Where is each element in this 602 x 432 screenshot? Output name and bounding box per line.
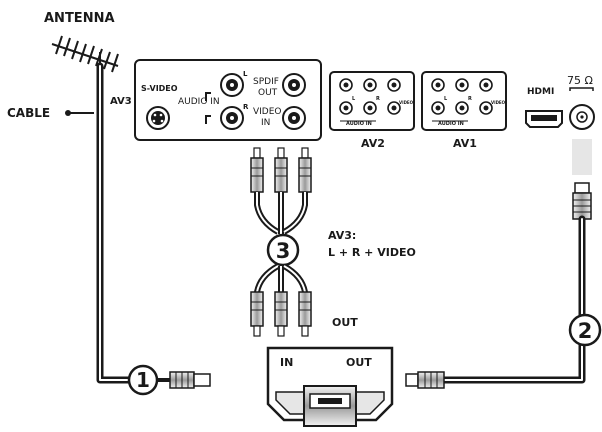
svg-text:2: 2 <box>578 319 593 343</box>
svideo-port-icon <box>146 106 170 130</box>
av1-r-label: R <box>468 96 472 102</box>
step-2-badge: 2 <box>568 313 602 347</box>
antenna-input-shadow <box>572 139 592 175</box>
ohm-label: 75 Ω <box>567 74 593 87</box>
svideo-label: S-VIDEO <box>141 84 178 93</box>
coax-plug-right <box>572 182 592 220</box>
output-cable <box>440 215 586 384</box>
hdmi-label: HDMI <box>527 87 554 97</box>
spdif-port <box>282 73 306 97</box>
svg-text:1: 1 <box>136 368 150 392</box>
av2-panel: AUDIO IN VIDEO L R <box>329 71 415 131</box>
rca-plug-icon <box>250 147 312 235</box>
audio-r-label: R <box>243 103 249 111</box>
cable3-title: AV3: <box>328 229 356 242</box>
av2-label: AV2 <box>361 137 385 150</box>
cable-label: CABLE <box>7 106 50 120</box>
av1-video-label: VIDEO <box>491 100 506 105</box>
av1-panel: AUDIO IN VIDEO L R <box>421 71 507 131</box>
av2-l-label: L <box>352 96 356 102</box>
device-out-label: OUT <box>346 356 372 369</box>
antenna-cable <box>96 62 136 384</box>
av1-label: AV1 <box>453 137 477 150</box>
audio-l-port <box>220 73 244 97</box>
antenna-label: ANTENNA <box>44 11 115 26</box>
av2-video-label: VIDEO <box>399 100 414 105</box>
rca-plugs-bottom <box>250 263 312 337</box>
coax-plug-device-out <box>405 371 445 389</box>
cable-pointer-dot <box>65 110 71 116</box>
audio-in-label: AUDIO IN <box>178 97 220 107</box>
coax-plug-icon <box>157 371 211 389</box>
video-in-label-1: VIDEO <box>253 107 282 117</box>
cable3-desc: L + R + VIDEO <box>328 246 416 259</box>
hdmi-port-icon <box>525 110 563 128</box>
video-in-label-2: IN <box>261 118 270 128</box>
svg-text:3: 3 <box>276 239 291 263</box>
step-3-badge: 3 <box>266 233 300 267</box>
audio-r-port <box>220 106 244 130</box>
spdif-label-1: SPDIF <box>253 77 279 87</box>
av1-l-label: L <box>444 96 448 102</box>
scart-plug-icon <box>303 385 357 427</box>
antenna-input-port <box>569 104 595 130</box>
audio-l-label: L <box>243 70 248 78</box>
av1-audio-in-label: AUDIO IN <box>438 121 464 127</box>
out-label: OUT <box>332 316 358 329</box>
av3-tag: AV3 <box>110 96 132 107</box>
tv-side-panel: S-VIDEO AUDIO IN L R SPDIF OUT <box>134 59 322 141</box>
av2-r-label: R <box>376 96 380 102</box>
av2-audio-in-label: AUDIO IN <box>346 121 372 127</box>
antenna-icon <box>51 35 119 73</box>
video-in-port <box>282 106 306 130</box>
step-1-badge: 1 <box>127 364 159 396</box>
device-in-label: IN <box>280 356 293 369</box>
spdif-label-2: OUT <box>258 88 278 98</box>
